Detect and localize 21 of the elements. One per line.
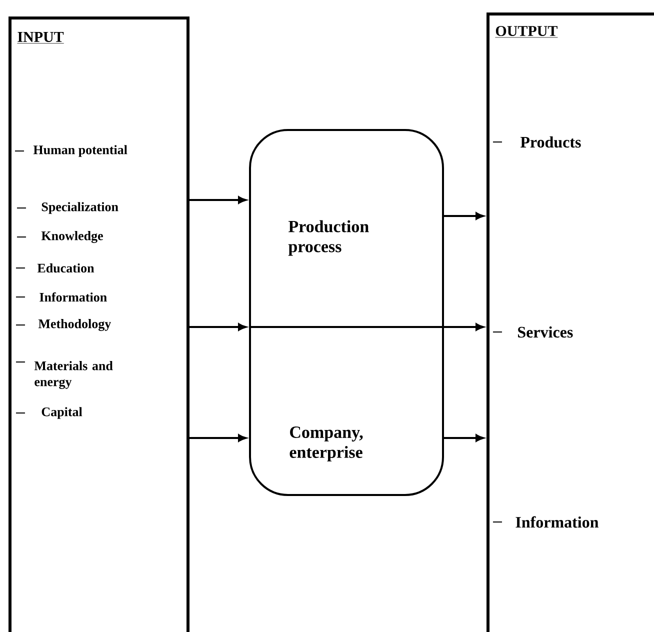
box-label: Production process	[288, 220, 369, 256]
list-item: Human potential	[33, 145, 128, 157]
list-item: Specialization	[42, 202, 118, 214]
list-item: Products	[520, 136, 581, 148]
list-item: Methodology	[38, 319, 112, 331]
list-item: Information	[40, 292, 107, 302]
list-item: Materials and energy	[34, 361, 113, 389]
list-item: Services	[518, 326, 573, 338]
heading: OUTPUT	[495, 26, 558, 38]
heading: INPUT	[17, 32, 64, 44]
list-item: Information	[516, 516, 598, 528]
arrow	[190, 434, 246, 442]
list-item: Knowledge	[41, 231, 103, 243]
arrow	[444, 212, 484, 220]
arrow	[444, 323, 484, 331]
list-item: Education	[37, 263, 94, 273]
arrow	[190, 196, 246, 204]
box-label: Company, enterprise	[290, 426, 363, 462]
list-item: Capital	[42, 407, 82, 419]
arrow	[190, 323, 246, 331]
arrow	[444, 434, 484, 442]
